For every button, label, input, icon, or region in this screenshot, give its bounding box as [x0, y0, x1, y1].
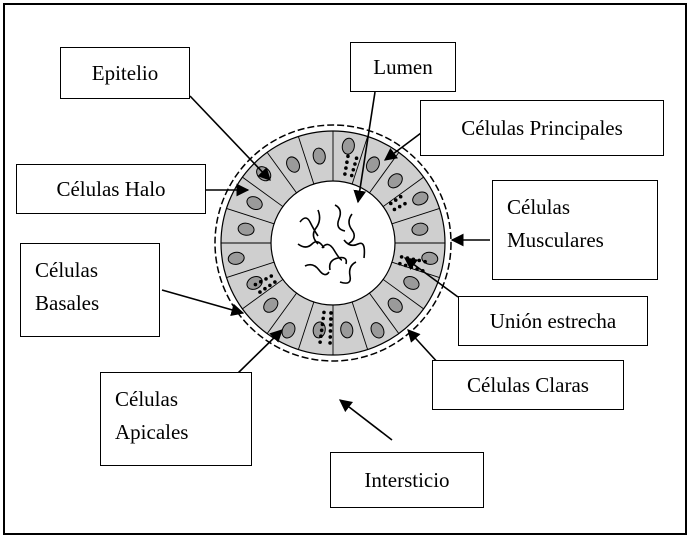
granule-icon	[263, 287, 267, 291]
granule-icon	[273, 280, 277, 284]
granule-icon	[329, 311, 333, 315]
granule-icon	[398, 262, 402, 266]
granule-icon	[393, 208, 397, 212]
granule-icon	[268, 284, 272, 288]
granule-icon	[321, 323, 325, 327]
label-celulas-claras: Células Claras	[432, 360, 624, 410]
granule-icon	[352, 168, 356, 172]
label-celulas-halo: Células Halo	[16, 164, 206, 214]
granule-icon	[328, 341, 332, 345]
label-union-estrecha: Unión estrecha	[458, 296, 648, 346]
granule-icon	[404, 264, 408, 268]
lumen-area	[271, 181, 395, 305]
granule-icon	[399, 195, 403, 199]
granule-icon	[346, 154, 350, 158]
label-lumen: Lumen	[350, 42, 456, 92]
granule-icon	[329, 329, 333, 333]
label-epitelio: Epitelio	[60, 47, 190, 99]
granule-icon	[258, 290, 262, 294]
granule-icon	[398, 205, 402, 209]
arrow-icon	[235, 330, 282, 376]
granule-icon	[321, 317, 325, 321]
granule-icon	[355, 156, 359, 160]
granule-icon	[343, 172, 347, 176]
granule-icon	[410, 265, 414, 269]
granule-icon	[318, 340, 322, 344]
granule-icon	[328, 335, 332, 339]
granule-icon	[423, 260, 427, 264]
granule-icon	[320, 328, 324, 332]
granule-icon	[417, 259, 421, 263]
granule-icon	[329, 323, 333, 327]
granule-icon	[400, 255, 404, 259]
granule-icon	[254, 283, 258, 287]
granule-icon	[389, 202, 393, 206]
granule-icon	[264, 277, 268, 281]
label-intersticio: Intersticio	[330, 452, 484, 508]
granule-icon	[403, 202, 407, 206]
granule-icon	[259, 280, 263, 284]
granule-icon	[329, 317, 333, 321]
granule-icon	[344, 166, 348, 170]
granule-icon	[350, 174, 354, 178]
granule-icon	[412, 257, 416, 261]
granule-icon	[319, 334, 323, 338]
label-celulas-principales: Células Principales	[420, 100, 664, 156]
granule-icon	[394, 198, 398, 202]
granule-icon	[322, 311, 326, 315]
granule-icon	[269, 274, 273, 278]
granule-icon	[353, 162, 357, 166]
arrow-icon	[340, 400, 392, 440]
granule-icon	[345, 160, 349, 164]
